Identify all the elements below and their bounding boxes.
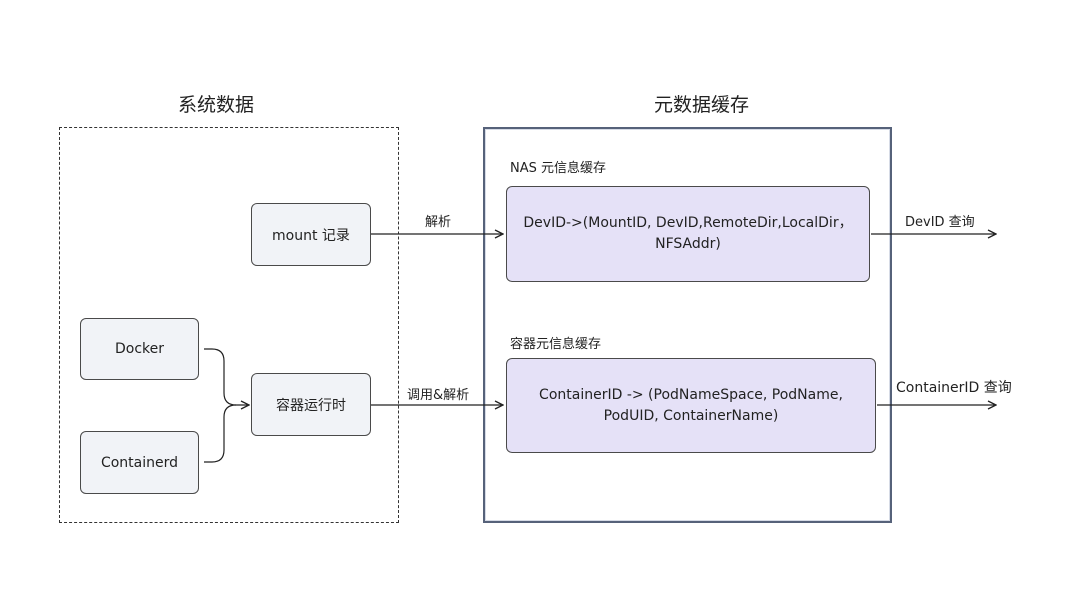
mount-record-node: mount 记录	[251, 203, 371, 266]
edge-containerd-to-runtime	[204, 404, 237, 463]
edge-label-call-parse: 调用&解析	[407, 388, 470, 403]
edge-docker-to-runtime	[204, 348, 249, 405]
nas-cache-heading: NAS 元信息缓存	[510, 161, 607, 176]
nas-metadata-line1: DevID->(MountID, DevID,RemoteDir,LocalDi…	[523, 215, 853, 231]
docker-node: Docker	[80, 318, 199, 380]
containerd-node: Containerd	[80, 431, 199, 494]
nas-metadata-box: DevID->(MountID, DevID,RemoteDir,LocalDi…	[506, 186, 870, 282]
left-group-title: 系统数据	[178, 94, 255, 116]
system-data-group	[59, 127, 399, 523]
container-metadata-line1: ContainerID -> (PodNameSpace, PodName,	[539, 386, 843, 403]
metadata-cache-group	[483, 127, 892, 523]
nas-metadata-line2: NFSAddr)	[655, 236, 721, 252]
container-runtime-node: 容器运行时	[251, 373, 371, 436]
edge-label-containerid-query: ContainerID 查询	[896, 380, 1012, 396]
container-metadata-line2: PodUID, ContainerName)	[603, 407, 779, 424]
edge-label-parse: 解析	[425, 215, 452, 230]
container-cache-heading: 容器元信息缓存	[510, 337, 602, 352]
edge-label-devid-query: DevID 查询	[905, 215, 975, 230]
right-group-title: 元数据缓存	[654, 94, 750, 116]
container-metadata-box: ContainerID -> (PodNameSpace, PodName, P…	[506, 358, 876, 453]
